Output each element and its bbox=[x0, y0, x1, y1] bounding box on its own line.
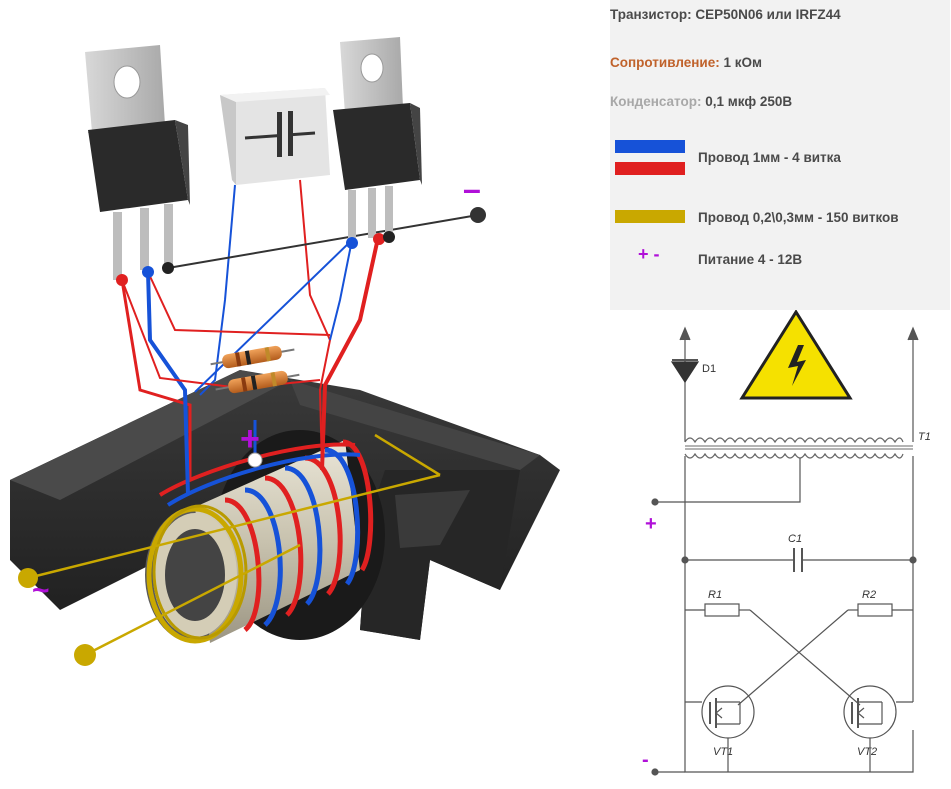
resistor-label: Сопротивление: bbox=[610, 55, 720, 70]
r2-label: R2 bbox=[862, 589, 876, 601]
c1-label: C1 bbox=[788, 533, 802, 545]
legend-thick-wire: Провод 1мм - 4 витка bbox=[698, 150, 841, 165]
legend-thin-wire: Провод 0,2\0,3мм - 150 витков bbox=[698, 210, 899, 225]
schematic-svg: D1 T1 + C1 R1 R2 bbox=[642, 309, 931, 776]
transistor-vt1 bbox=[701, 685, 755, 739]
illustration-svg: ~ bbox=[10, 37, 560, 666]
vt2-label: VT2 bbox=[857, 746, 877, 758]
center-tap-node bbox=[247, 452, 263, 468]
capacitor-block bbox=[220, 88, 330, 185]
red-wire-swatch bbox=[615, 162, 685, 175]
minus-terminal bbox=[470, 207, 486, 223]
legend-power: Питание 4 - 12В bbox=[698, 252, 803, 267]
yellow-wire-swatch bbox=[615, 210, 685, 223]
transformer-label: T1 bbox=[918, 431, 931, 443]
induction-heater-illustration: ~ bbox=[10, 37, 560, 666]
resistor-value: 1 кОм bbox=[723, 55, 762, 70]
capacitor-value: 0,1 мкф 250В bbox=[705, 94, 793, 109]
blue-wire-swatch bbox=[615, 140, 685, 153]
transistor-right bbox=[333, 37, 422, 249]
transistor-vt2 bbox=[843, 685, 897, 739]
legend-capacitor: Конденсатор: 0,1 мкф 250В bbox=[610, 94, 792, 109]
circuit-schematic: D1 T1 + C1 R1 R2 bbox=[600, 309, 951, 784]
high-voltage-warning-icon bbox=[739, 309, 853, 400]
schematic-plus: + bbox=[645, 513, 657, 535]
legend-panel: Транзистор: CEP50N06 или IRFZ44 Сопротив… bbox=[610, 0, 950, 310]
transistor-label: Транзистор: bbox=[610, 7, 692, 22]
resistor-pair bbox=[210, 345, 300, 394]
diode-label: D1 bbox=[702, 363, 716, 375]
plus-mark: + bbox=[240, 420, 260, 458]
r1-label: R1 bbox=[708, 589, 722, 601]
output-tilde-mark: ~ bbox=[32, 574, 50, 607]
transistor-value: CEP50N06 или IRFZ44 bbox=[695, 7, 841, 22]
coil-bobbin bbox=[145, 440, 360, 644]
secondary-output-wire bbox=[18, 433, 441, 666]
power-symbol: + - bbox=[638, 244, 660, 264]
legend-resistor: Сопротивление: 1 кОм bbox=[610, 55, 762, 70]
coil-windings bbox=[158, 439, 374, 632]
schematic-minus: - bbox=[642, 749, 649, 771]
vt1-label: VT1 bbox=[713, 746, 733, 758]
transformer-t1 bbox=[684, 437, 913, 459]
transistor-left bbox=[85, 45, 190, 286]
legend-transistor: Транзистор: CEP50N06 или IRFZ44 bbox=[610, 7, 841, 22]
capacitor-label: Конденсатор: bbox=[610, 94, 702, 109]
minus-mark: – bbox=[463, 171, 481, 207]
